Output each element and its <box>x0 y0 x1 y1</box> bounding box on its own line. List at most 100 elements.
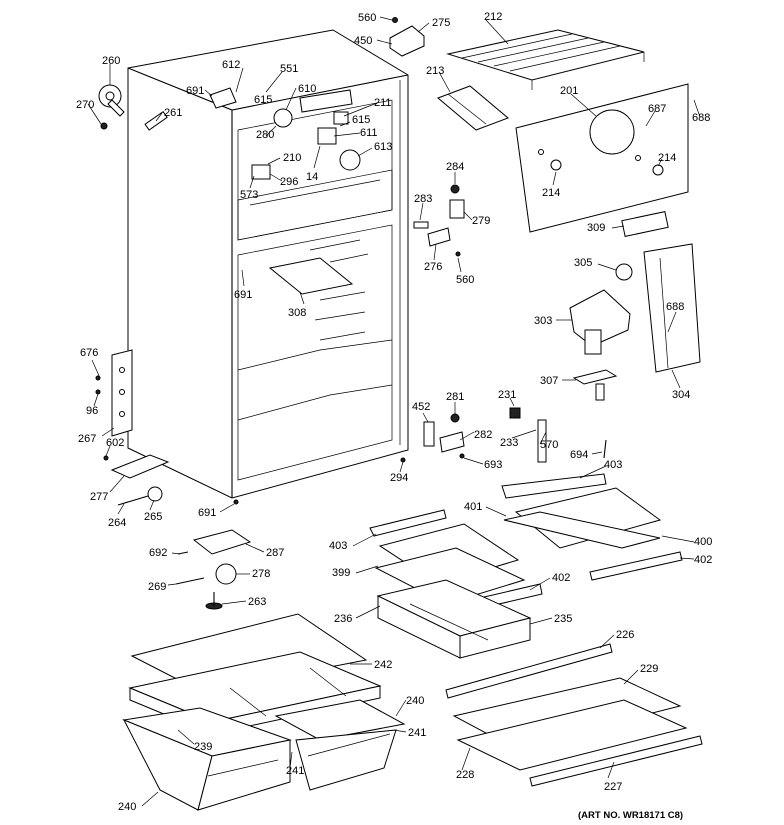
part-label-612: 612 <box>222 59 240 71</box>
part-label-241: 241 <box>286 765 304 777</box>
bottom-shelf-assembly <box>445 643 703 787</box>
part-label-691: 691 <box>198 507 216 519</box>
part-label-309: 309 <box>587 222 605 234</box>
part-label-305: 305 <box>574 257 592 269</box>
control-parts <box>413 184 465 257</box>
meat-pan <box>376 579 532 659</box>
part-label-214: 214 <box>658 152 676 164</box>
part-label-613: 613 <box>374 141 392 153</box>
part-label-229: 229 <box>640 663 658 675</box>
part-label-14: 14 <box>306 171 318 183</box>
leader-lines <box>87 16 701 807</box>
part-label-283: 283 <box>414 193 432 205</box>
light-socket <box>98 84 125 130</box>
fresh-food-control <box>569 243 701 401</box>
part-label-307: 307 <box>540 375 558 387</box>
art-number-note: (ART NO. WR18171 C8) <box>578 810 683 821</box>
part-label-615: 615 <box>352 114 370 126</box>
freezer-shelf <box>446 29 645 90</box>
part-label-308: 308 <box>288 307 306 319</box>
part-label-303: 303 <box>534 315 552 327</box>
fresh-food-shelves <box>369 473 683 615</box>
part-label-688: 688 <box>666 301 684 313</box>
crisper-drawers <box>122 699 406 811</box>
part-label-214: 214 <box>542 187 560 199</box>
part-label-676: 676 <box>80 347 98 359</box>
part-label-615: 615 <box>254 94 272 106</box>
top-hinge <box>389 17 425 57</box>
part-label-403: 403 <box>604 459 622 471</box>
part-label-402: 402 <box>552 572 570 584</box>
part-label-260: 260 <box>102 55 120 67</box>
screw-294 <box>400 457 406 463</box>
door-hardware <box>423 407 607 463</box>
lower-small-parts <box>175 529 252 610</box>
part-label-212: 212 <box>484 11 502 23</box>
part-309 <box>621 211 669 237</box>
part-label-267: 267 <box>78 433 96 445</box>
part-label-278: 278 <box>252 568 270 580</box>
part-label-239: 239 <box>194 741 212 753</box>
part-label-687: 687 <box>648 103 666 115</box>
part-label-281: 281 <box>446 391 464 403</box>
part-label-694: 694 <box>570 449 588 461</box>
part-label-452: 452 <box>412 401 430 413</box>
part-label-399: 399 <box>332 567 350 579</box>
part-label-573: 573 <box>240 189 258 201</box>
part-label-213: 213 <box>426 65 444 77</box>
part-label-279: 279 <box>472 215 490 227</box>
part-label-226: 226 <box>616 629 634 641</box>
part-label-227: 227 <box>604 781 622 793</box>
part-label-241: 241 <box>408 727 426 739</box>
part-label-228: 228 <box>456 769 474 781</box>
part-label-264: 264 <box>108 517 126 529</box>
part-label-294: 294 <box>390 472 408 484</box>
part-label-692: 692 <box>149 547 167 559</box>
part-label-261: 261 <box>164 107 182 119</box>
part-label-287: 287 <box>266 547 284 559</box>
part-label-233: 233 <box>500 437 518 449</box>
part-label-551: 551 <box>280 63 298 75</box>
bottom-hinge <box>103 454 239 506</box>
part-label-570: 570 <box>540 439 558 451</box>
part-label-240: 240 <box>118 801 136 813</box>
part-label-296: 296 <box>280 176 298 188</box>
ice-tray <box>437 85 509 131</box>
part-label-270: 270 <box>76 99 94 111</box>
part-label-284: 284 <box>446 161 464 173</box>
part-label-403: 403 <box>329 540 347 552</box>
part-label-693: 693 <box>484 459 502 471</box>
part-label-201: 201 <box>560 85 578 97</box>
part-label-401: 401 <box>464 501 482 513</box>
part-label-602: 602 <box>106 437 124 449</box>
part-label-269: 269 <box>148 581 166 593</box>
part-label-96: 96 <box>86 405 98 417</box>
part-label-211: 211 <box>374 97 392 109</box>
part-label-611: 611 <box>360 127 378 139</box>
part-label-277: 277 <box>90 491 108 503</box>
part-label-263: 263 <box>248 596 266 608</box>
part-label-402: 402 <box>694 554 712 566</box>
part-label-242: 242 <box>374 659 392 671</box>
part-label-280: 280 <box>256 129 274 141</box>
part-label-235: 235 <box>554 613 572 625</box>
part-label-691: 691 <box>186 85 204 97</box>
part-label-240: 240 <box>406 695 424 707</box>
part-label-210: 210 <box>283 152 301 164</box>
part-label-231: 231 <box>498 389 516 401</box>
part-label-688: 688 <box>692 112 710 124</box>
part-label-450: 450 <box>354 35 372 47</box>
part-label-265: 265 <box>144 511 162 523</box>
part-label-691: 691 <box>234 289 252 301</box>
refrigerator-cabinet <box>127 29 409 499</box>
part-label-236: 236 <box>334 613 352 625</box>
part-label-560: 560 <box>456 274 474 286</box>
part-label-610: 610 <box>298 83 316 95</box>
part-label-304: 304 <box>672 389 690 401</box>
part-label-282: 282 <box>474 429 492 441</box>
side-hinge-bracket <box>95 349 133 437</box>
part-label-400: 400 <box>694 536 712 548</box>
